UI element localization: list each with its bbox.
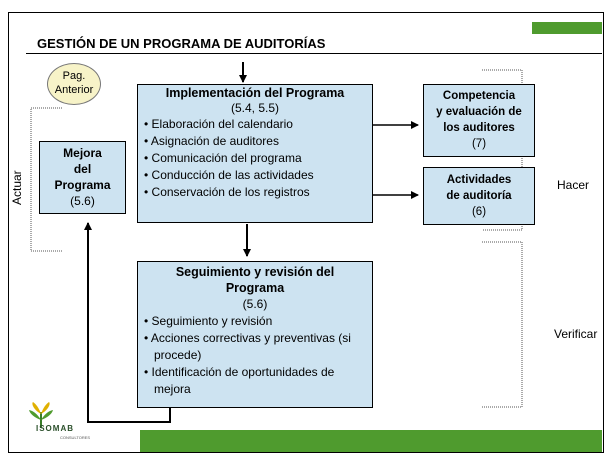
competencia-box: Competencia y evaluación de los auditore… <box>423 84 535 157</box>
actuar-bracket <box>30 107 62 252</box>
slide-frame <box>8 12 604 453</box>
seguimiento-box: Seguimiento y revisión del Programa (5.6… <box>137 261 373 408</box>
logo-text: ISOMAB <box>36 424 74 433</box>
list-item: Seguimiento y revisión <box>144 313 366 330</box>
mejora-line2: del <box>73 162 92 176</box>
previous-page-button[interactable]: Pag. Anterior <box>47 63 101 105</box>
hacer-label: Hacer <box>557 178 590 192</box>
implementacion-box: Implementación del Programa (5.4, 5.5) E… <box>137 84 373 223</box>
verificar-label: Verificar <box>554 327 598 341</box>
title-rule <box>26 53 602 54</box>
implementacion-list: Elaboración del calendario Asignación de… <box>144 116 366 201</box>
list-item: Elaboración del calendario <box>144 116 366 133</box>
actuar-label: Actuar <box>10 170 24 205</box>
slide-title: GESTIÓN DE UN PROGRAMA DE AUDITORÍAS <box>37 36 326 51</box>
mejora-ref: (5.6) <box>70 194 95 208</box>
mejora-box: Mejora del Programa (5.6) <box>39 141 126 214</box>
previous-page-line1: Pag. <box>62 70 86 82</box>
list-item: Asignación de auditores <box>144 133 366 150</box>
actividades-ref: (6) <box>471 206 487 218</box>
list-item: Acciones correctivas y preventivas (si p… <box>144 330 366 364</box>
verificar-bracket <box>482 241 523 408</box>
seguimiento-ref: (5.6) <box>242 297 268 311</box>
actividades-line1: Actividades <box>446 174 512 186</box>
list-item: Conservación de los registros <box>144 184 366 201</box>
competencia-line1: Competencia <box>442 90 516 102</box>
mejora-line3: Programa <box>54 178 111 192</box>
logo-plant-icon <box>29 402 53 428</box>
implementacion-title: Implementación del Programa <box>165 86 345 100</box>
logo-subtext: CONSULTORES <box>60 435 91 440</box>
competencia-line2: y evaluación de <box>436 106 522 118</box>
actividades-line2: de auditoría <box>446 190 512 202</box>
seguimiento-line2: Programa <box>225 281 285 295</box>
actividades-box: Actividades de auditoría (6) <box>423 167 535 225</box>
seguimiento-list: Seguimiento y revisión Acciones correcti… <box>144 313 366 398</box>
feedback-arrow <box>84 222 171 423</box>
list-item: Comunicación del programa <box>144 150 366 167</box>
seguimiento-line1: Seguimiento y revisión del <box>175 265 335 279</box>
mejora-line1: Mejora <box>63 146 102 160</box>
list-item: Conducción de las actividades <box>144 167 366 184</box>
competencia-line3: los auditores <box>443 122 515 134</box>
implementacion-ref: (5.4, 5.5) <box>230 101 280 115</box>
competencia-ref: (7) <box>471 138 487 150</box>
list-item: Identificación de oportunidades de mejor… <box>144 364 366 398</box>
previous-page-line2: Anterior <box>54 84 94 96</box>
green-bottom-bar <box>140 430 602 452</box>
green-top-bar <box>532 22 602 34</box>
